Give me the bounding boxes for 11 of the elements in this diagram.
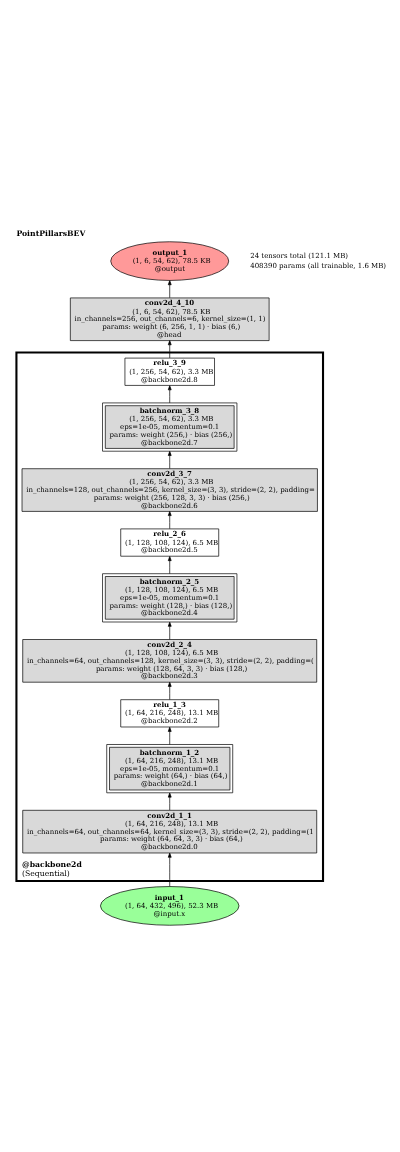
arrow	[167, 852, 172, 887]
arrow	[167, 339, 172, 358]
arrow	[167, 450, 172, 469]
arrow	[167, 510, 172, 529]
arrow	[167, 384, 172, 403]
arrow	[167, 279, 172, 298]
arrow	[167, 555, 172, 574]
arrow	[167, 726, 172, 745]
arrow	[167, 792, 172, 810]
arrow	[167, 681, 172, 700]
arrow	[167, 621, 172, 640]
